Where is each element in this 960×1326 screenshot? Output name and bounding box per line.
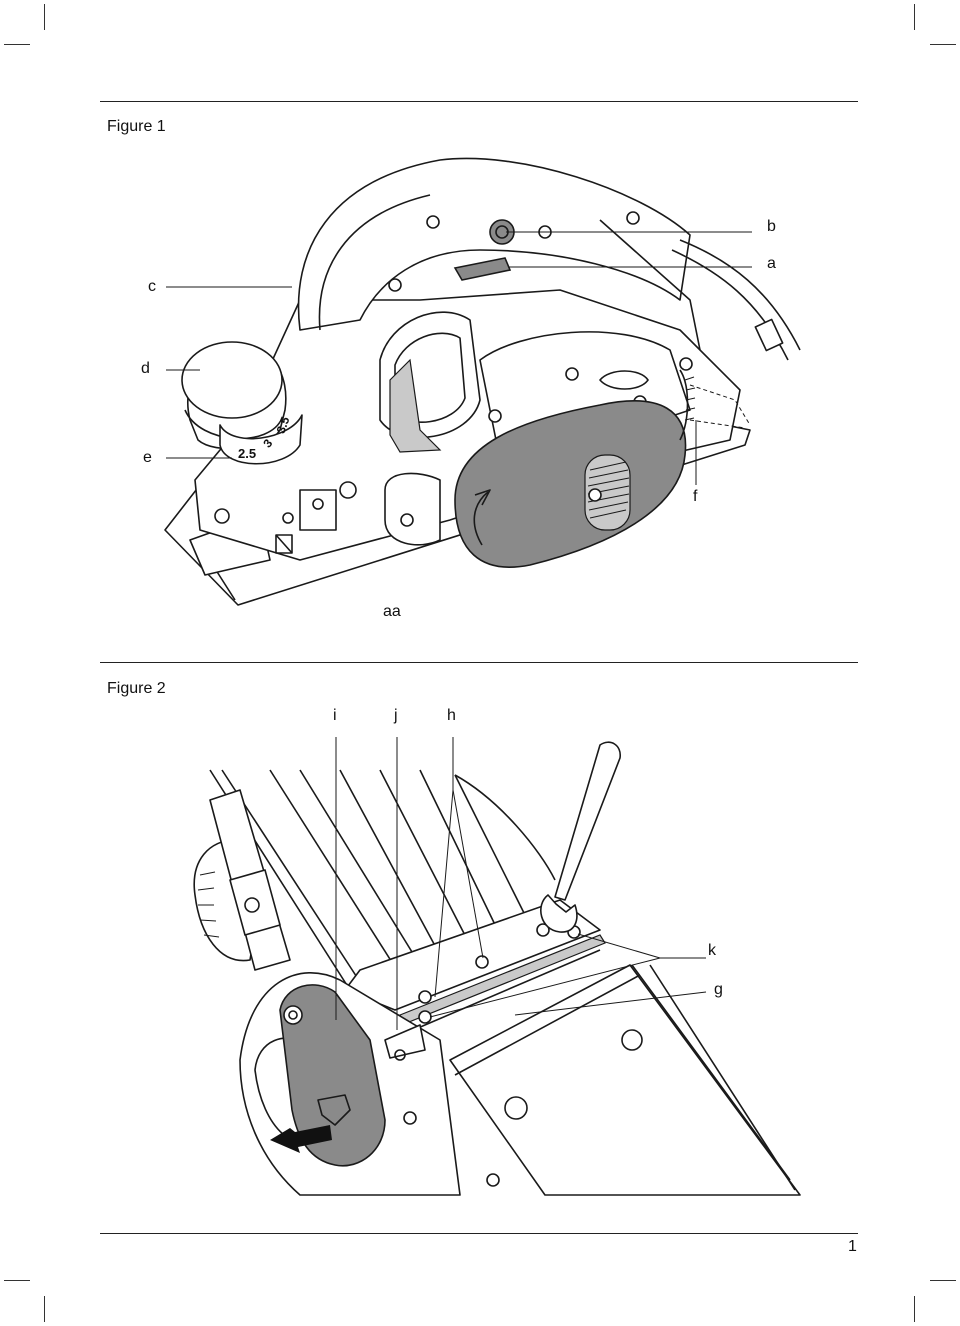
label-h: h: [447, 707, 456, 724]
crop-mark: [4, 44, 30, 45]
dial-mark: 3.5: [274, 414, 293, 435]
label-e: e: [143, 449, 152, 466]
footer-rule: [100, 1233, 858, 1234]
crop-mark: [914, 1296, 915, 1322]
figure2-title: Figure 2: [107, 680, 166, 697]
crop-mark: [4, 1280, 30, 1281]
crop-mark: [44, 1296, 45, 1322]
crop-mark: [914, 4, 915, 30]
header-rule: [100, 101, 858, 102]
label-d: d: [141, 360, 150, 377]
label-aa: aa: [383, 603, 401, 620]
dial-mark: 2.5: [238, 446, 256, 461]
label-k: k: [708, 942, 716, 959]
figure1-title: Figure 1: [107, 118, 166, 135]
label-f: f: [693, 488, 698, 505]
label-c: c: [148, 278, 156, 295]
label-b: b: [767, 218, 776, 235]
page-number: 1: [848, 1238, 857, 1255]
label-i: i: [333, 707, 337, 724]
label-a: a: [767, 255, 776, 272]
figure2-rule: [100, 662, 858, 663]
crop-mark: [930, 1280, 956, 1281]
label-j: j: [394, 707, 398, 724]
crop-mark: [930, 44, 956, 45]
label-g: g: [714, 981, 723, 998]
crop-mark: [44, 4, 45, 30]
